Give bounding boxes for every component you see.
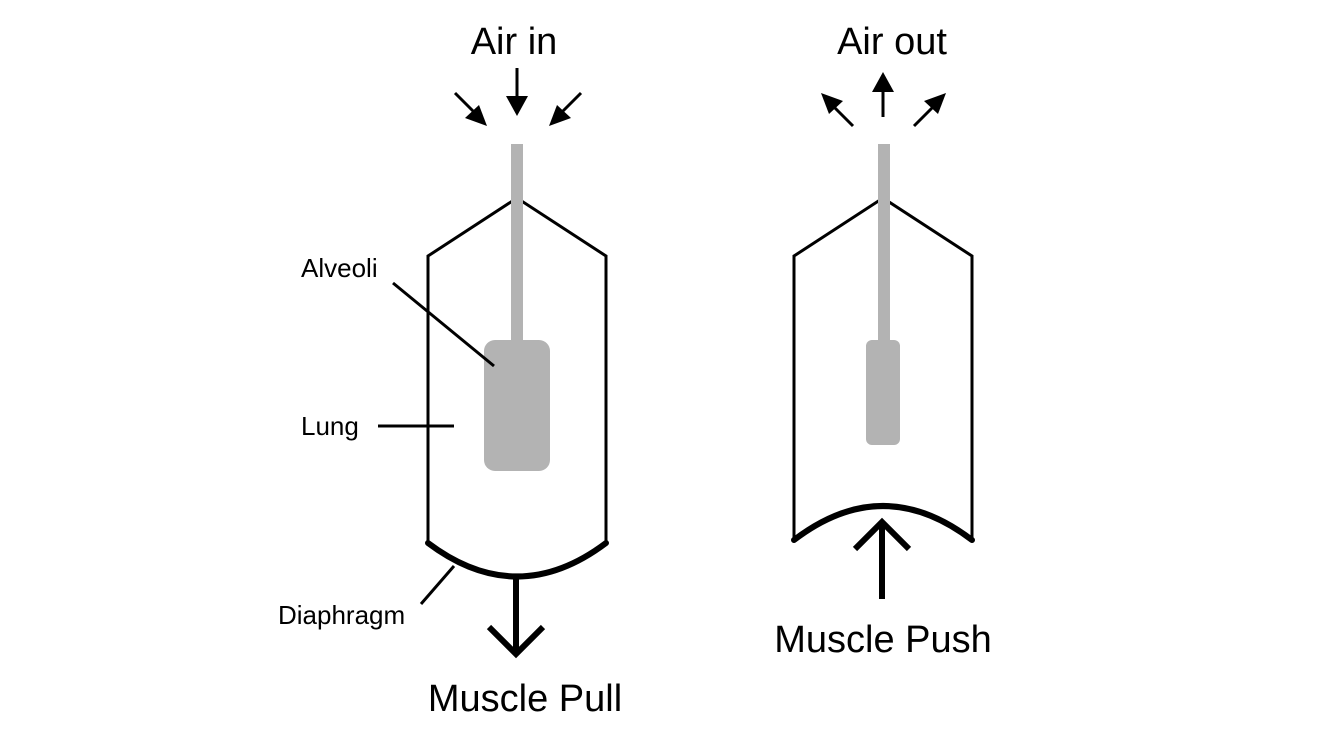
air-in-arrow-left-head [465, 105, 487, 126]
lung-label: Lung [301, 411, 359, 441]
air-in-arrows [453, 68, 583, 126]
muscle-pull-arrow [486, 578, 546, 659]
air-in-arrow-right-head [549, 105, 571, 126]
air-out-arrow-right-head [924, 93, 946, 114]
air-in-arrow-left-shaft [453, 91, 478, 116]
air-out-arrows [821, 72, 946, 128]
muscle-push-arrow [852, 517, 912, 599]
air-in-arrow-right-shaft [558, 91, 583, 116]
trachea-tube [878, 144, 890, 342]
alveoli-label: Alveoli [301, 253, 378, 283]
diaphragm-leader-line [419, 565, 456, 605]
diaphragm-curve-up [791, 503, 975, 543]
muscle-push-label: Muscle Push [774, 619, 992, 661]
muscle-pull-label: Muscle Pull [428, 678, 622, 720]
air-out-arrow-center-head [872, 72, 894, 92]
air-out-arrow-left-head [821, 93, 843, 114]
air-in-title: Air in [471, 21, 558, 63]
air-in-arrow-center-head [506, 96, 528, 116]
exhale-panel: Air out Muscle Push [774, 21, 992, 661]
diaphragm-label: Diaphragm [278, 600, 405, 630]
diaphragm-curve-down [425, 540, 609, 580]
lung-expanded [484, 340, 550, 471]
inhale-panel: Air in Muscle Pull Alveoli Lung [278, 21, 622, 720]
trachea-tube [511, 144, 523, 342]
alveoli-leader-line [392, 281, 495, 368]
air-out-title: Air out [837, 21, 947, 63]
air-out-arrow-left-shaft [830, 103, 855, 128]
air-out-arrow-right-shaft [912, 103, 937, 128]
lung-contracted [866, 340, 900, 445]
